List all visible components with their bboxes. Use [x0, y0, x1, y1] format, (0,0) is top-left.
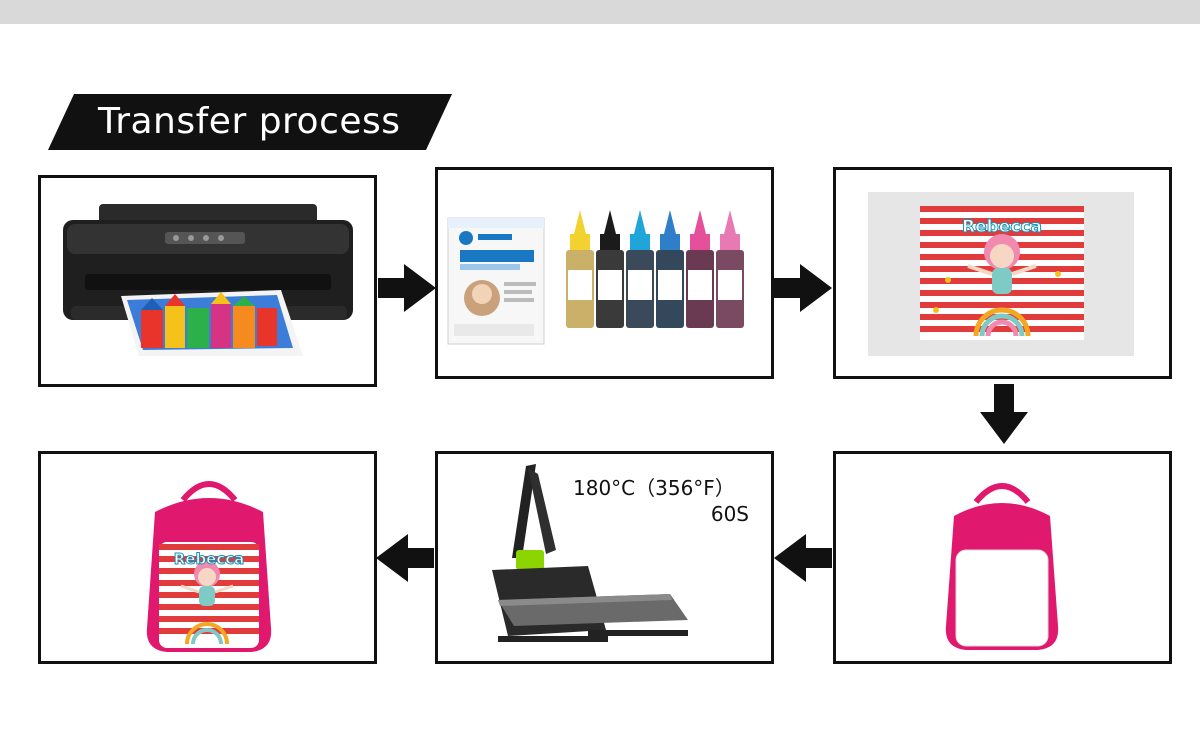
finished-lunch-bag: Rebecca — [146, 481, 272, 652]
top-strip — [0, 0, 1200, 24]
blank-lunch-bag — [945, 483, 1059, 650]
step-printed-design: Rebecca — [833, 167, 1172, 379]
temperature-label: 180°C（356°F） — [573, 476, 735, 500]
arrow-right-icon — [774, 264, 832, 312]
ink-bottles — [566, 210, 744, 328]
time-label: 60S — [710, 502, 749, 526]
step-heat-press: 180°C（356°F） 60S — [435, 451, 774, 664]
bag-name-label: Rebecca — [174, 550, 245, 568]
transfer-paper-pack — [447, 217, 545, 345]
step-supplies — [435, 167, 774, 379]
heat-press-icon — [492, 464, 688, 642]
arrow-left-icon — [376, 534, 434, 582]
step-finished-bag: Rebecca — [38, 451, 377, 664]
title-banner: Transfer process — [48, 94, 452, 150]
arrow-left-icon — [774, 534, 832, 582]
printer-icon — [63, 204, 353, 356]
arrow-down-icon — [980, 384, 1028, 444]
step-blank-bag — [833, 451, 1172, 664]
design-name-label: Rebecca — [962, 217, 1042, 237]
printed-design — [920, 206, 1084, 340]
step-print — [38, 175, 377, 387]
page-title: Transfer process — [98, 101, 401, 142]
arrow-right-icon — [378, 264, 436, 312]
